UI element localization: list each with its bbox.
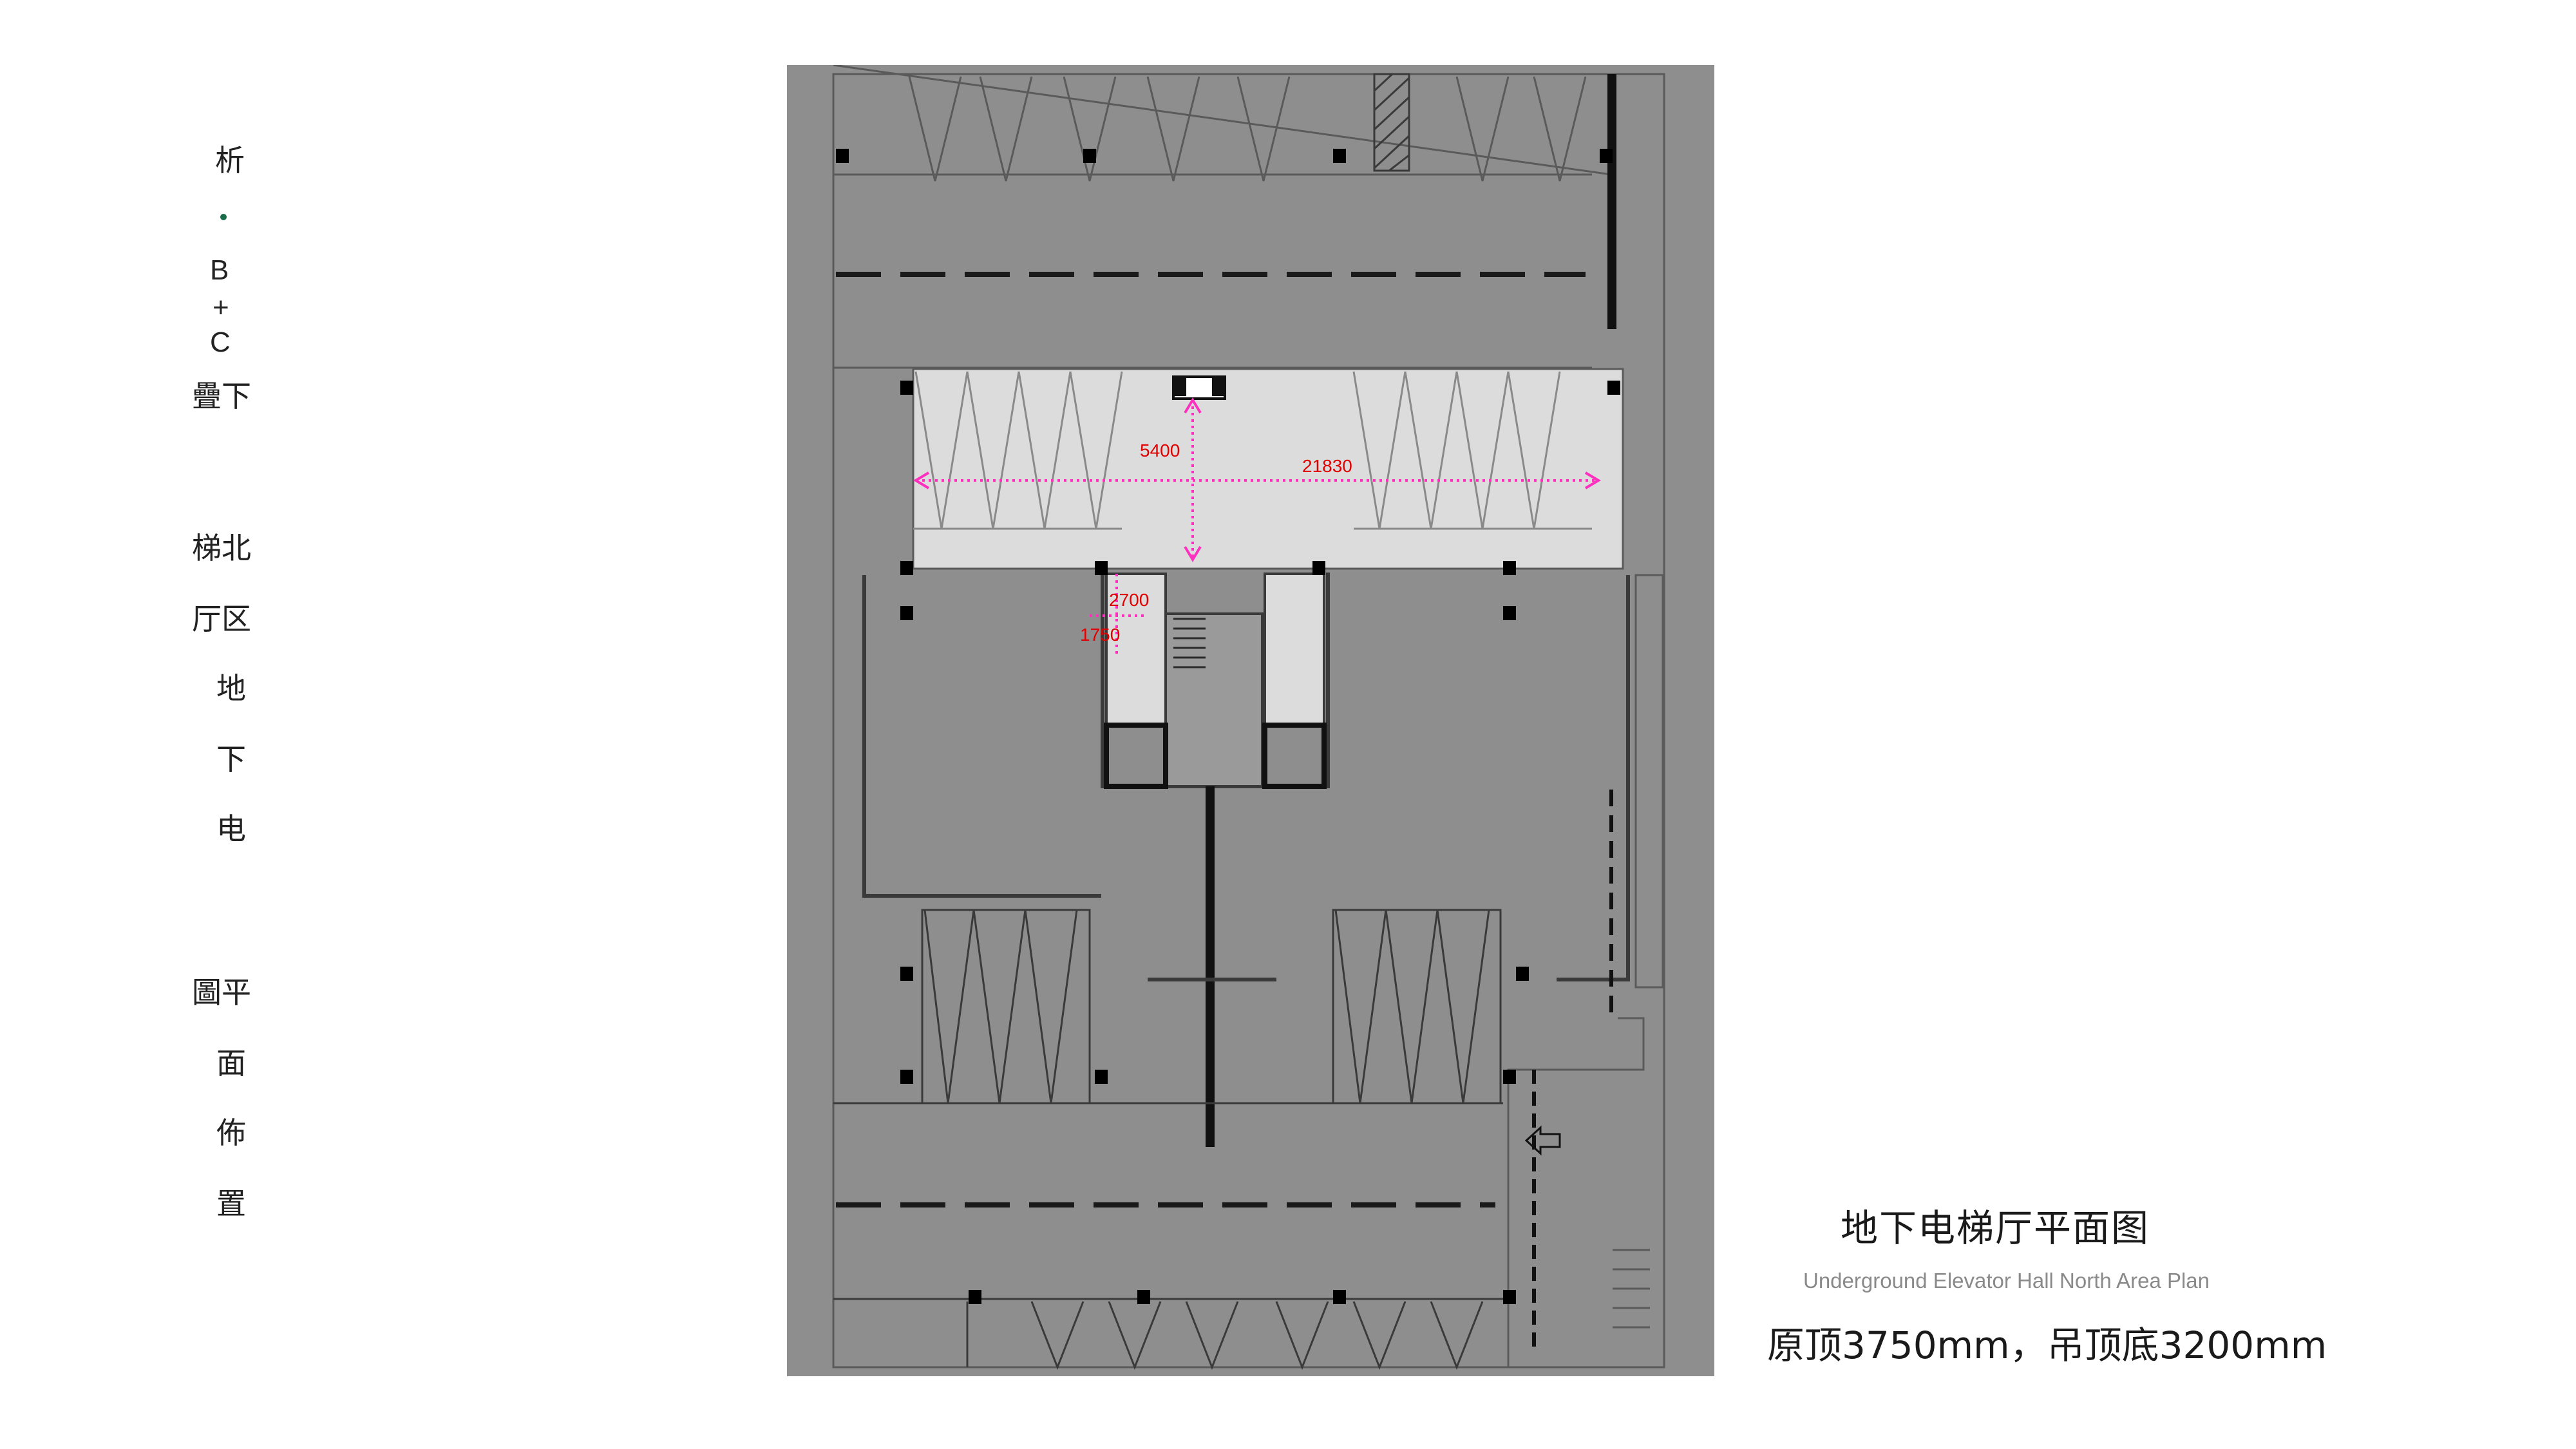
side-label-8: 厅区 [192,601,251,636]
side-label-7: 梯北 [192,531,251,565]
right-top-wall [1607,74,1616,329]
top-parking-bays [908,76,1587,182]
side-label-c: C [210,327,231,358]
dimension-arrowheads [913,397,1601,562]
ceiling-height-spec: 原顶3750mm，吊顶底3200mm [1767,1323,2327,1367]
side-label-9: 地 [216,671,246,706]
bottom-right-ramp [1613,1249,1650,1329]
bottom-parking-bays [966,1301,1484,1370]
side-dot [220,214,227,220]
elevator-hall [912,368,1624,570]
structural-columns [836,149,1620,1304]
floor-plan-drawing: 21830 5400 2700 1750 [832,65,1665,1370]
dim-hall-width: 21830 [1302,456,1352,476]
side-label-12: 圖平 [192,975,251,1010]
side-label-b: B [210,254,229,286]
right-corridor-rooms [1507,574,1664,1367]
dim-corridor-width: 2700 [1109,590,1149,610]
side-label-1: 析 [215,143,245,178]
side-label-10: 下 [216,742,246,777]
side-label-14: 佈 [216,1115,246,1150]
stair-treads [1173,618,1206,668]
hall-bay-lines [913,371,1592,530]
side-label-plus: + [213,292,229,323]
dimension-lines [916,400,1598,658]
plan-outer-boundary [832,73,1665,1368]
side-label-11: 电 [216,811,246,846]
entry-arrow [1524,1125,1561,1156]
stair-area [1164,612,1264,788]
lift-shaft-left [1104,723,1168,789]
plan-title: 地下电梯厅平面图 [1841,1206,2150,1250]
dim-hall-depth: 5400 [1140,440,1180,460]
hatch-lines [1373,73,1410,172]
top-bay-line [833,65,1612,176]
side-label-13: 面 [216,1046,246,1081]
side-label-15: 置 [216,1186,246,1221]
central-spine [1206,786,1215,1147]
lift-shaft-right [1262,723,1327,789]
plan-subtitle: Underground Elevator Hall North Area Pla… [1803,1269,2210,1293]
dim-corridor-depth: 1750 [1080,625,1120,645]
side-label-6: 疊下 [192,379,251,413]
